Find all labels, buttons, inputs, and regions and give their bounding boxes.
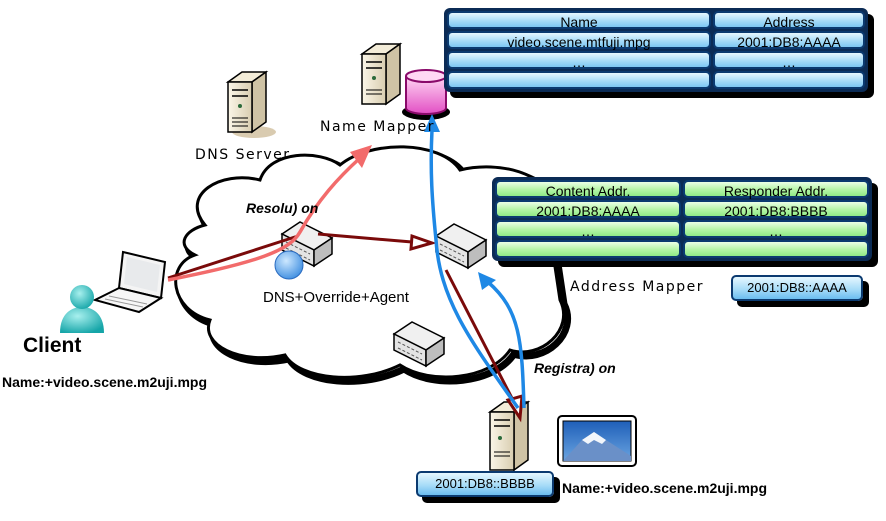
table-row: … … <box>446 50 866 70</box>
table-cell: … <box>447 51 711 70</box>
content-name-label: Name:+video.scene.m2uji.mpg <box>562 480 768 496</box>
client-content-name: Name:+video.scene.m2uji.mpg <box>2 374 208 390</box>
name-mapper-label: Name Mapper <box>320 119 436 135</box>
address-mapper-address-badge: 2001:DB8::AAAA <box>731 275 863 301</box>
content-image-thumbnail <box>557 415 637 467</box>
table-cell: … <box>713 51 865 70</box>
table-row: video.scene.mtfuji.mpg 2001:DB8:AAAA <box>446 30 866 50</box>
resolution-arrow <box>167 145 372 282</box>
table-cell: 2001:DB8:BBBB <box>683 200 869 219</box>
address-mapper-table: Content Addr. Responder Addr. 2001:DB8:A… <box>492 177 872 261</box>
address-mapper-label: Address Mapper <box>570 279 705 295</box>
table-row <box>446 70 866 90</box>
dns-server-label: DNS Server <box>195 147 291 163</box>
resolution-label: Resolu) on <box>246 200 319 216</box>
table-header-row: Content Addr. Responder Addr. <box>494 179 870 199</box>
table-cell: 2001:DB8:AAAA <box>713 31 865 50</box>
table-header: Content Addr. <box>495 180 681 199</box>
client-label: Client <box>23 334 82 357</box>
name-mapper-server-icon <box>359 42 403 106</box>
table-cell: 2001:DB8:AAAA <box>495 200 681 219</box>
network-switch-icon <box>392 321 446 368</box>
table-cell <box>447 71 711 89</box>
table-header: Address <box>713 11 865 30</box>
content-server-icon <box>487 400 531 472</box>
network-cloud <box>174 145 572 385</box>
table-cell <box>713 71 865 89</box>
table-cell: … <box>495 220 681 239</box>
table-header: Responder Addr. <box>683 180 869 199</box>
dns-server-icon <box>225 70 276 138</box>
table-cell <box>683 240 869 258</box>
user-icon <box>60 285 104 333</box>
laptop-icon <box>92 250 167 314</box>
table-row <box>494 239 870 259</box>
table-cell <box>495 240 681 258</box>
responder-address-badge: 2001:DB8::BBBB <box>416 471 554 497</box>
table-cell: video.scene.mtfuji.mpg <box>447 31 711 50</box>
agent-node-icon <box>274 250 304 280</box>
registration-arrow <box>424 114 526 410</box>
name-mapper-table: Name Address video.scene.mtfuji.mpg 2001… <box>444 8 868 92</box>
database-icon <box>402 69 450 120</box>
table-row: … … <box>494 219 870 239</box>
table-header: Name <box>447 11 711 30</box>
table-header-row: Name Address <box>446 10 866 30</box>
registration-label: Registra) on <box>534 360 616 376</box>
table-cell: … <box>683 220 869 239</box>
table-row: 2001:DB8:AAAA 2001:DB8:BBBB <box>494 199 870 219</box>
dns-override-agent-label: DNS+Override+Agent <box>263 289 409 306</box>
address-mapper-switch-icon <box>434 223 488 270</box>
